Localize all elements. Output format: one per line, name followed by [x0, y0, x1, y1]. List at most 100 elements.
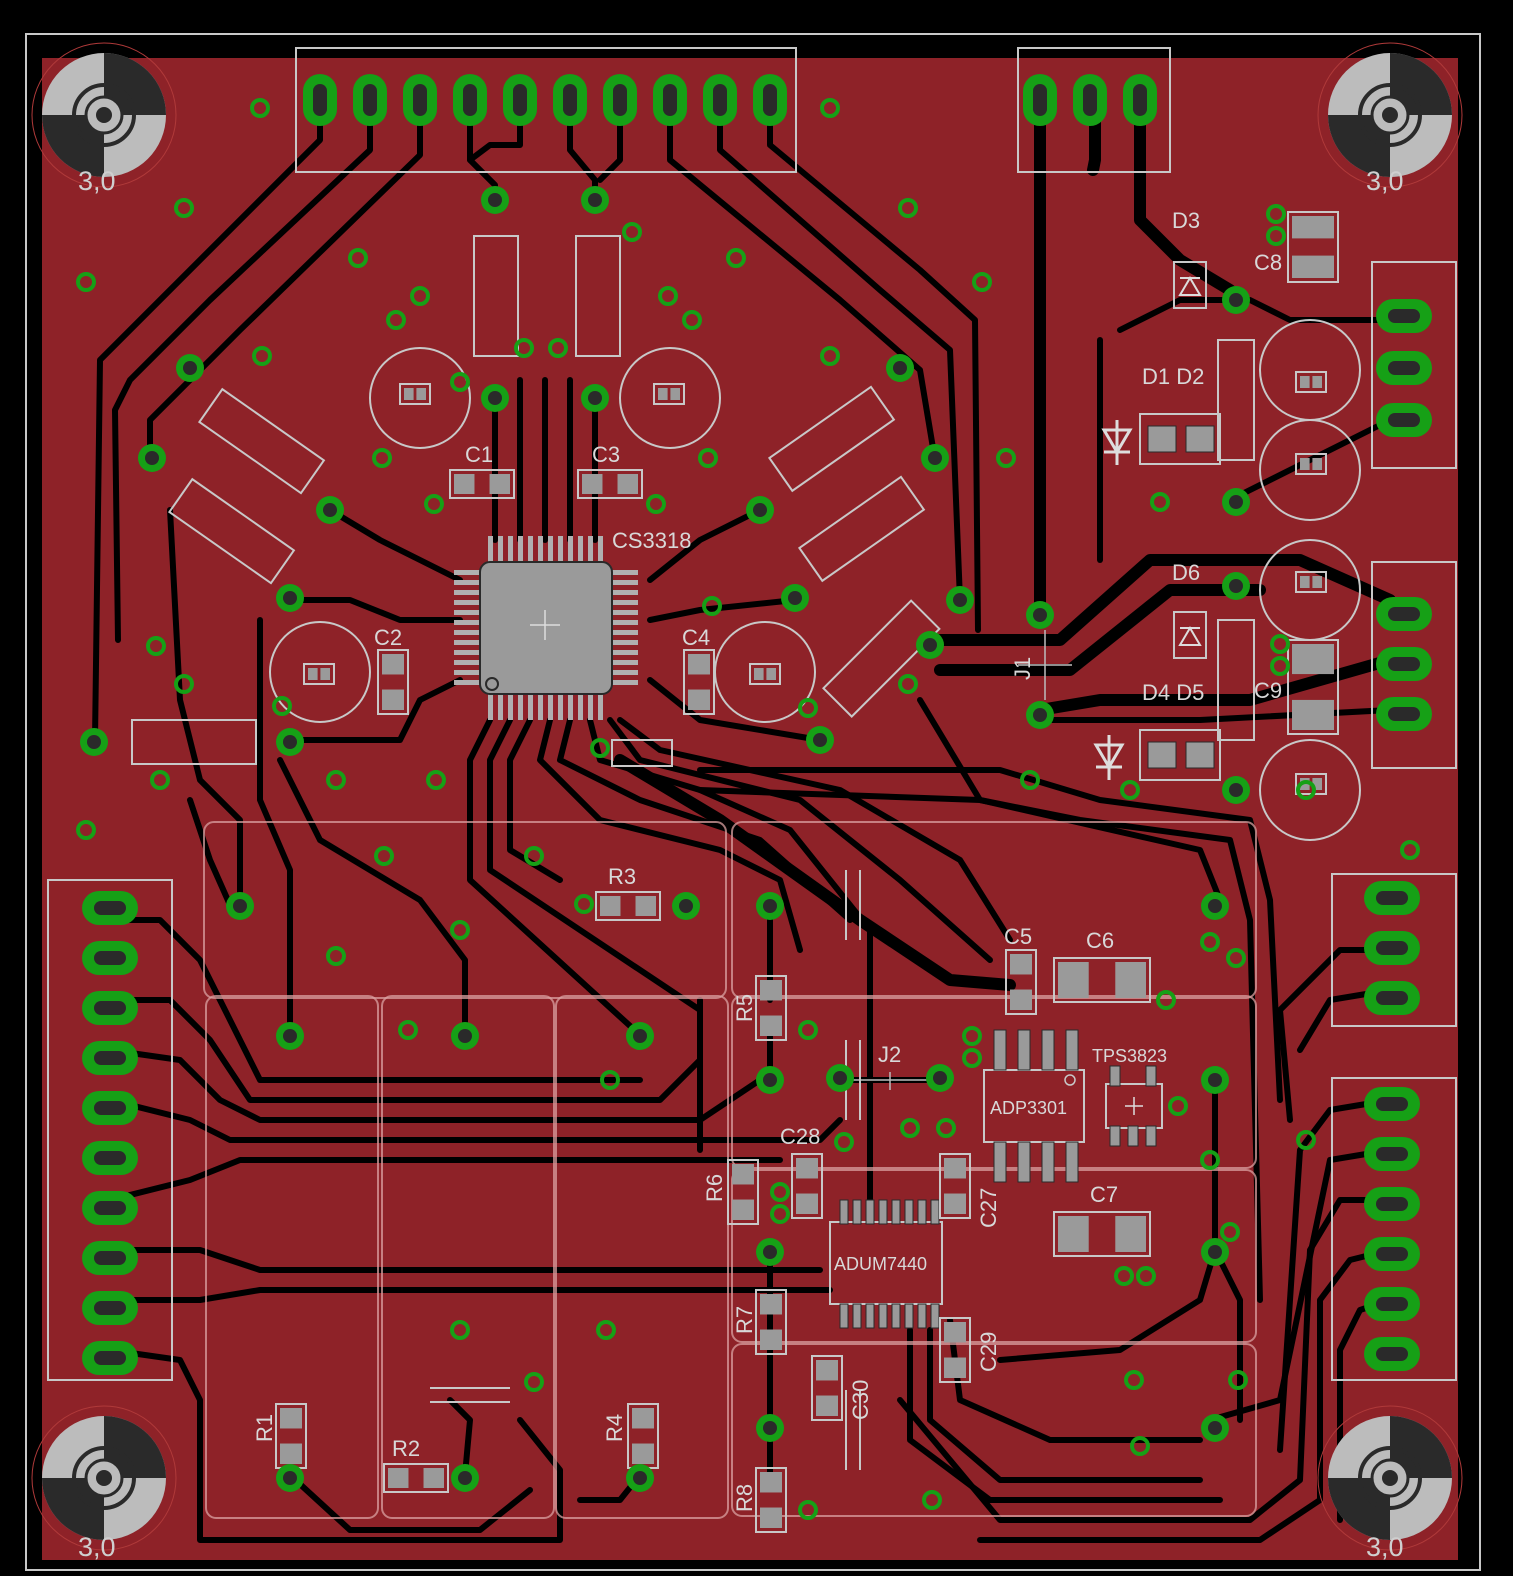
th-pad-hole-7	[145, 451, 159, 465]
via-16	[548, 338, 568, 358]
power-connector-pad-1-hole	[1033, 84, 1047, 116]
adum-pin-top	[917, 1199, 927, 1225]
cap-c30-pad-outline	[811, 1355, 843, 1421]
cap-label-c4: C4	[682, 625, 710, 650]
th-pad-hole-6	[893, 361, 907, 375]
cap-label-c5: C5	[1004, 924, 1032, 949]
th-pad-hole-36	[1208, 1245, 1222, 1259]
via-74	[798, 1500, 818, 1520]
via-10	[410, 286, 430, 306]
adum-pin-top	[852, 1199, 862, 1225]
res-r3-pad-a	[600, 896, 621, 916]
qfp-pin	[538, 694, 543, 720]
cap-c4-pad-outline	[683, 649, 715, 715]
via-69	[596, 1320, 616, 1340]
th-pad-hole-14	[923, 638, 937, 652]
cap-c7-pad-a	[1058, 1216, 1089, 1252]
qfp-pin	[588, 694, 593, 720]
mounting-hole-bottom-right	[1317, 1405, 1463, 1551]
via-35	[702, 596, 722, 616]
cap-label-c8: C8	[1254, 250, 1282, 275]
qfp-pin	[588, 536, 593, 562]
res-r4-pad-a	[632, 1408, 654, 1429]
cap-smd-d-b	[1312, 778, 1322, 790]
via-2	[820, 98, 840, 118]
th-pad-hole-31	[763, 1073, 777, 1087]
chip-adp3301	[983, 1029, 1085, 1183]
left-connector-pad-5-hole	[94, 1101, 126, 1115]
via-39	[1020, 770, 1040, 790]
cap-c2-pad-a	[382, 654, 404, 675]
qfp-pin	[518, 536, 523, 562]
right-connector-d-pad-2-hole	[1376, 1147, 1408, 1161]
via-14	[252, 346, 272, 366]
diodes	[1093, 261, 1221, 781]
th-pad-hole-19	[1033, 708, 1047, 722]
hole-label-tl: 3,0	[78, 166, 116, 196]
mounting-hole-top-right	[1317, 42, 1463, 188]
th-pad-hole-1	[488, 193, 502, 207]
cap-label-c1: C1	[465, 442, 493, 467]
chip-cs3318-pins-bottom	[488, 694, 603, 720]
board-outline	[25, 33, 1481, 1571]
th-pad-hole-33	[933, 1071, 947, 1085]
via-11	[658, 286, 678, 306]
via-54	[962, 1026, 982, 1046]
via-71	[1228, 1370, 1248, 1390]
cap-c28-pad-b	[796, 1193, 818, 1214]
via-27	[1270, 634, 1290, 654]
via-73	[1130, 1436, 1150, 1456]
cap-smd-f-b	[670, 388, 680, 400]
cap-smd-b-b	[1312, 458, 1322, 470]
cap-c3-pad-a	[582, 474, 603, 494]
right-connector-b-pad-3-hole	[1388, 707, 1420, 721]
qfp-pin	[612, 600, 638, 605]
cap-c9-pad-b	[1292, 699, 1334, 730]
qfp-pin	[612, 590, 638, 595]
cap-c8-pad-a	[1292, 216, 1334, 239]
via-18	[450, 372, 470, 392]
via-6	[726, 248, 746, 268]
cap-smd-a-b	[1312, 376, 1322, 388]
cap-smd-e-a	[404, 388, 414, 400]
res-label-r7: R7	[732, 1306, 757, 1334]
diode-d6-symbol	[1173, 611, 1207, 659]
adum-pin-bottom	[917, 1303, 927, 1329]
top-connector-pad-10-hole	[763, 84, 777, 116]
via-47	[450, 920, 470, 940]
th-pad-hole-2	[588, 193, 602, 207]
qfp-pin	[612, 630, 638, 635]
cap-label-c28: C28	[780, 1124, 820, 1149]
th-pad-hole-4	[588, 391, 602, 405]
via-46	[574, 894, 594, 914]
cap-c1-pad-a	[454, 474, 475, 494]
hole-label-tr: 3,0	[1366, 166, 1404, 196]
qfp-pin	[454, 640, 480, 645]
via-67	[1136, 1266, 1156, 1286]
top-connector-pad-5-hole	[513, 84, 527, 116]
chip-tps3823	[1105, 1065, 1163, 1147]
via-75	[922, 1490, 942, 1510]
top-connector-pad-8-hole	[663, 84, 677, 116]
cap-label-c3: C3	[592, 442, 620, 467]
qfp-pin	[568, 536, 573, 562]
th-pad-hole-11	[283, 591, 297, 605]
th-pad-hole-28	[283, 1029, 297, 1043]
right-connector-a-pad-2-hole	[1388, 361, 1420, 375]
cap-c30-pad-b	[816, 1395, 838, 1416]
res-r1-pad-b	[280, 1443, 302, 1464]
th-pad-hole-16	[283, 735, 297, 749]
cap-c1-pad-b	[489, 474, 510, 494]
qfp-pin	[612, 650, 638, 655]
qfp-pin	[598, 536, 603, 562]
th-pad-hole-8	[928, 451, 942, 465]
res-r5-pad-b	[760, 1015, 782, 1036]
cap-c9-pad-outline	[1287, 639, 1339, 735]
qfp-pin	[454, 590, 480, 595]
via-38	[426, 770, 446, 790]
cap-smd-g-b	[320, 668, 330, 680]
th-pad-hole-9	[323, 503, 337, 517]
cap-c8-pad-outline	[1287, 211, 1339, 283]
via-23	[646, 494, 666, 514]
